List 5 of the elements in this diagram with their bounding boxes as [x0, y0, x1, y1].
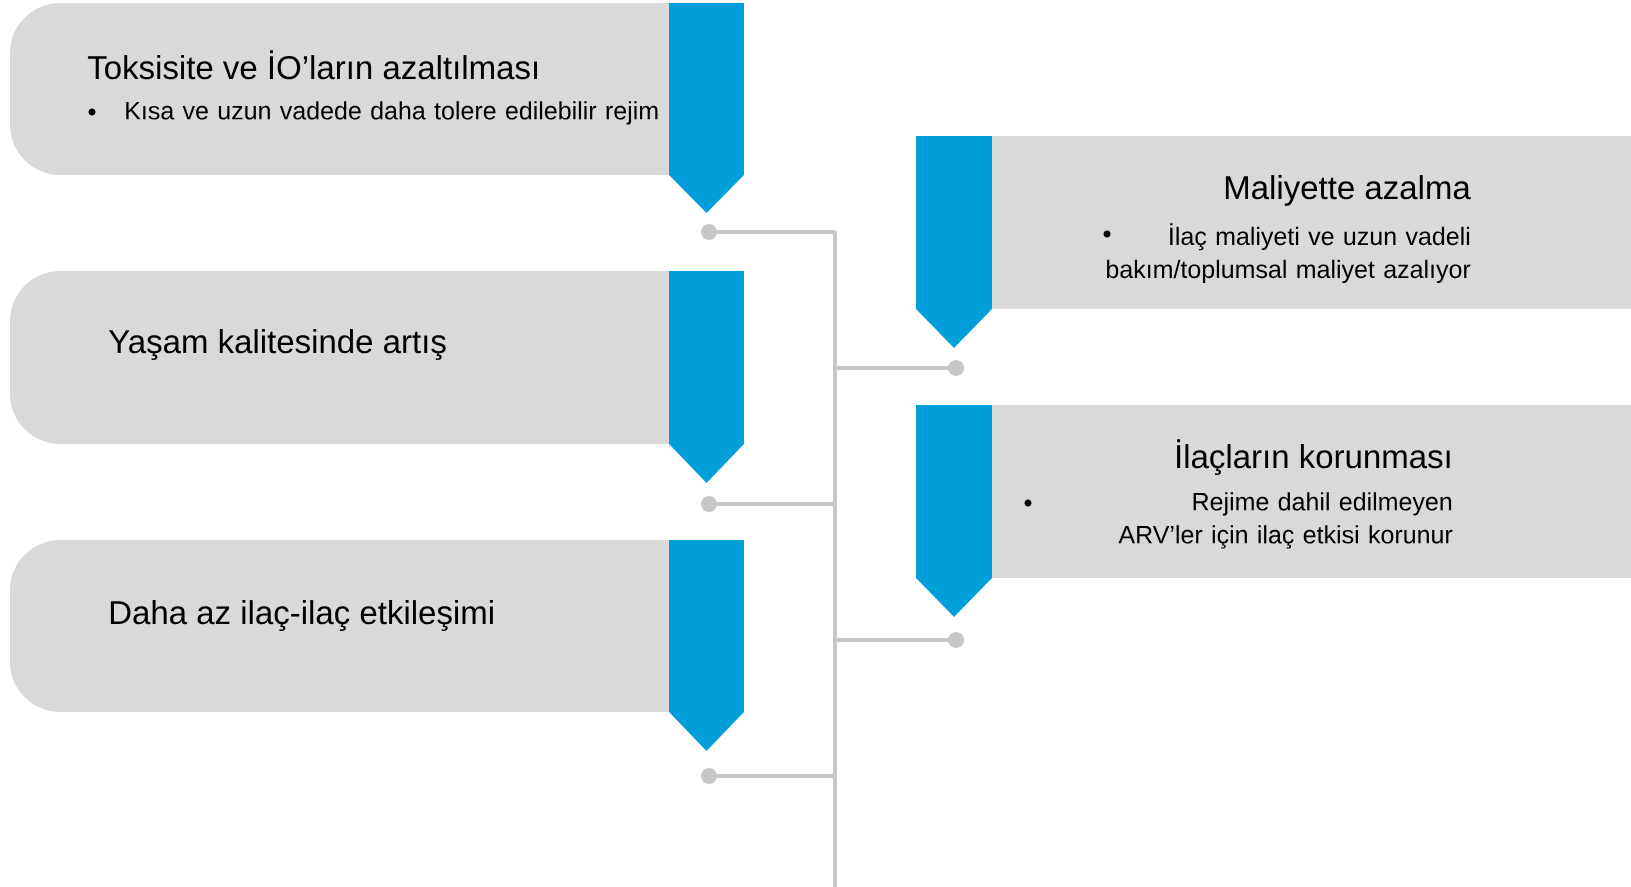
card: Yaşam kalitesinde artış	[10, 271, 744, 483]
card: Maliyette azalma İlaç maliyeti ve uzun vadeli bakım/toplumsal maliyet azalıyor	[916, 136, 1631, 348]
card: Daha az ilaç-ilaç etkileşimi	[10, 540, 744, 751]
card: İlaçların korunması Rejime dahil edilmeyen ARV’ler için ilaç etkisi korunur	[916, 405, 1631, 617]
card: Toksisite ve İO’ların azaltılması Kısa ve uzun vadede daha tolere edilebilir rejim	[10, 3, 744, 213]
